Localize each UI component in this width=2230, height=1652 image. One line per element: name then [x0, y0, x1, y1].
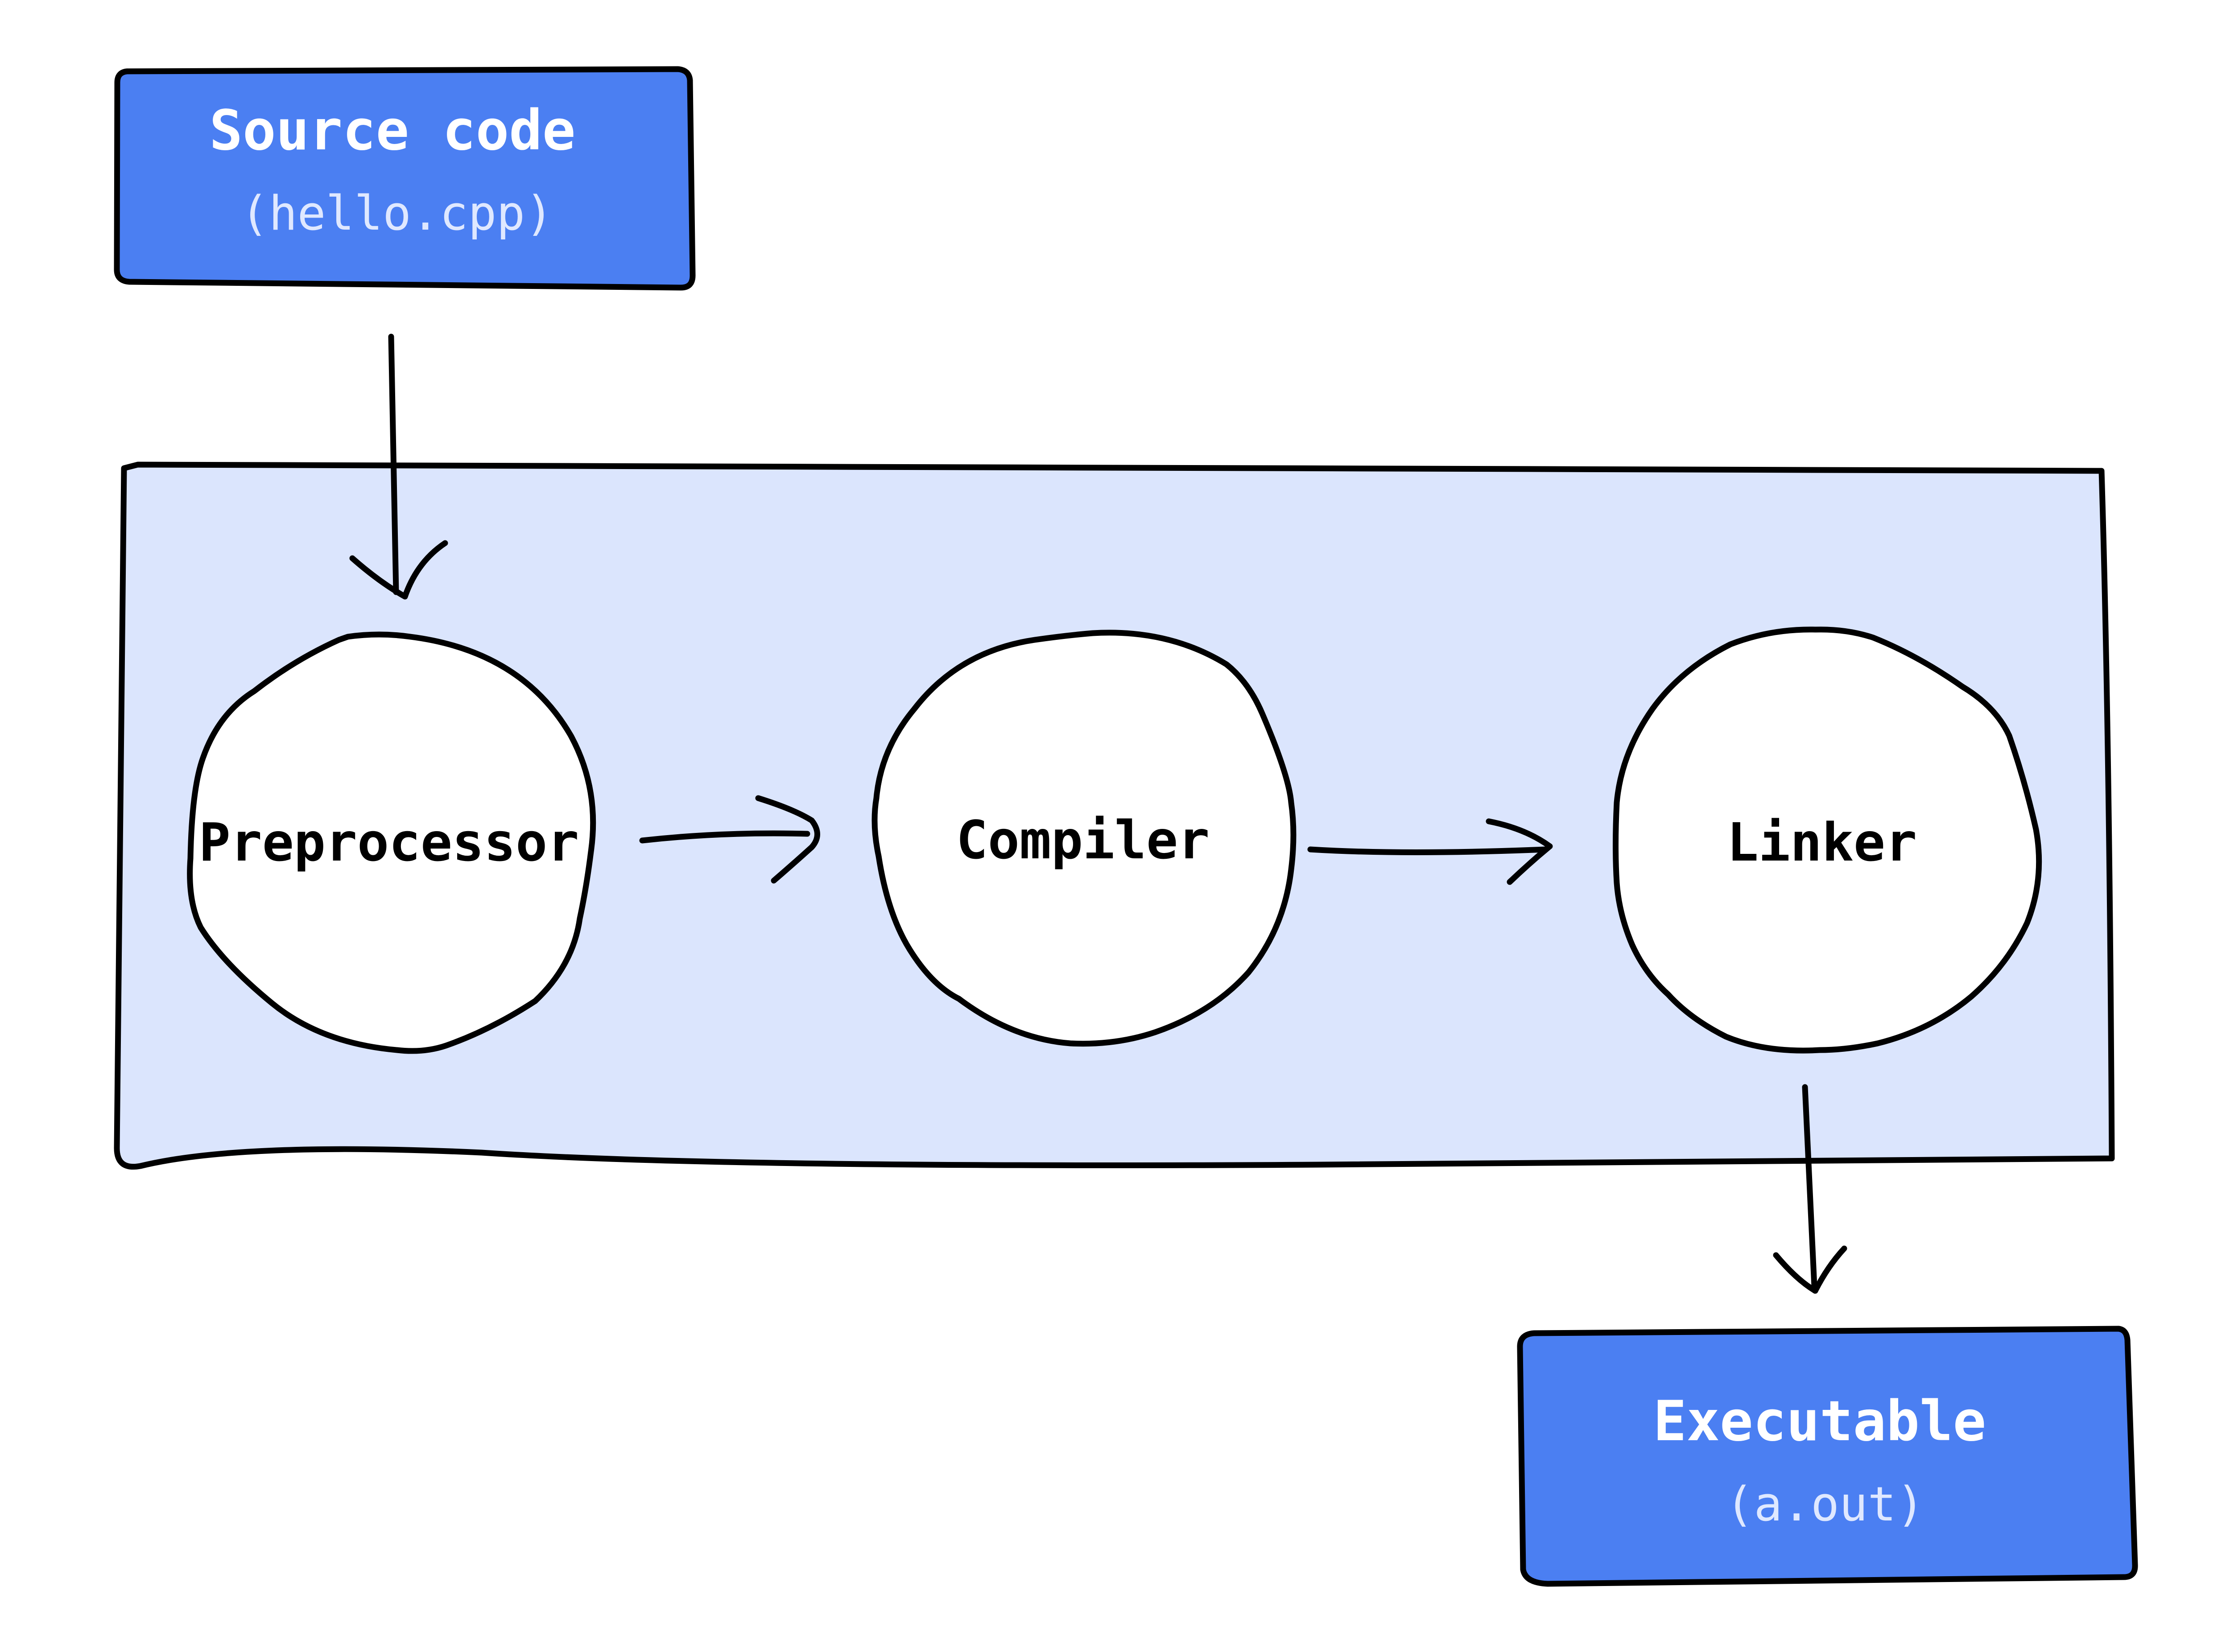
- executable-box: Executable (a.out): [1517, 1326, 2138, 1587]
- executable-box-shape: [1517, 1326, 2138, 1587]
- linker-label: Linker: [1727, 812, 1917, 873]
- preprocessor-node: Preprocessor: [187, 631, 596, 1054]
- preprocessor-label: Preprocessor: [199, 812, 579, 873]
- source-code-box-shape: [114, 66, 696, 291]
- arrow-linker-to-executable: [1773, 1084, 1847, 1294]
- arrow-compiler-to-linker: [1307, 818, 1553, 885]
- arrow-preprocessor-to-compiler: [639, 795, 820, 884]
- compiler-label: Compiler: [956, 809, 1210, 871]
- executable-filename: (a.out): [1726, 1477, 1925, 1532]
- compiler-node: Compiler: [871, 630, 1297, 1047]
- preprocessor-node-shape: [187, 631, 596, 1054]
- source-code-title: Source code: [209, 99, 575, 163]
- source-code-box: Source code (hello.cpp): [114, 66, 696, 291]
- arrow-source-to-preprocessor: [349, 334, 448, 600]
- linker-node-shape: [1613, 626, 2042, 1054]
- linker-node: Linker: [1613, 626, 2042, 1054]
- source-code-filename: (hello.cpp): [240, 186, 553, 241]
- compiler-node-shape: [871, 630, 1297, 1047]
- executable-title: Executable: [1653, 1389, 1986, 1454]
